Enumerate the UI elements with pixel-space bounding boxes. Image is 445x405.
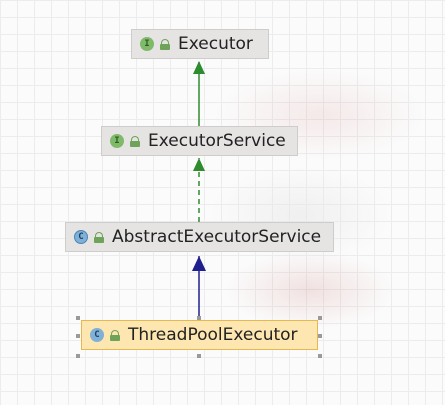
- lock-icon: [130, 135, 140, 147]
- node-label: ThreadPoolExecutor: [128, 325, 298, 345]
- lock-icon: [160, 38, 170, 50]
- selection-handle-middle-right[interactable]: [318, 334, 322, 338]
- node-label: Executor: [178, 34, 253, 54]
- selection-handle-bottom-center[interactable]: [197, 354, 201, 358]
- selection-handle-top-left[interactable]: [76, 316, 80, 320]
- node-label: ExecutorService: [148, 131, 286, 151]
- class-icon: C: [90, 328, 104, 342]
- selection-handle-top-center[interactable]: [197, 316, 201, 320]
- node-label: AbstractExecutorService: [112, 227, 322, 247]
- arrowhead-executor: [193, 61, 205, 74]
- lock-icon: [94, 231, 104, 243]
- abstract-class-icon: C: [74, 230, 88, 244]
- arrowhead-executor-service: [193, 158, 205, 171]
- node-abstract-executor-service[interactable]: C AbstractExecutorService: [65, 222, 334, 252]
- selection-handle-bottom-right[interactable]: [318, 354, 322, 358]
- node-executor[interactable]: I Executor: [131, 29, 269, 59]
- selection-handle-bottom-left[interactable]: [76, 354, 80, 358]
- interface-icon: I: [110, 134, 124, 148]
- arrowhead-abstract-executor-service: [192, 256, 206, 271]
- selection-handle-top-right[interactable]: [318, 316, 322, 320]
- lock-icon: [110, 329, 120, 341]
- node-executor-service[interactable]: I ExecutorService: [101, 126, 298, 156]
- selection-handle-middle-left[interactable]: [76, 334, 80, 338]
- node-thread-pool-executor[interactable]: C ThreadPoolExecutor: [81, 320, 318, 350]
- interface-icon: I: [140, 37, 154, 51]
